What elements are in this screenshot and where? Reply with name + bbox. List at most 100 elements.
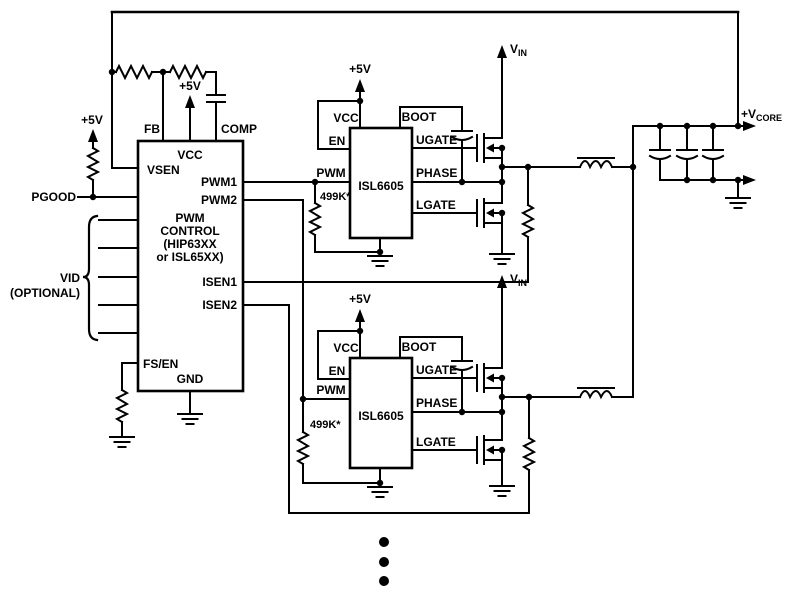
driver2-en-pin-label: EN (329, 364, 346, 378)
ground-icon (109, 436, 135, 448)
fsen-gnd-wires (121, 362, 191, 438)
phase1-power-stage: VIN (476, 42, 637, 265)
driver2-name-label: ISL6605 (358, 409, 404, 423)
pgood-label: PGOOD (31, 190, 76, 204)
controller-block: VCC VSEN PWM1 PWM2 ISEN1 ISEN2 FS/EN GND… (136, 139, 245, 393)
driver1-ugate-pin-label: UGATE (416, 133, 457, 147)
vin-base: V (510, 272, 518, 286)
driver1-lgate-pin-label: LGATE (416, 198, 456, 212)
isen1-sense-resistor-icon (522, 204, 534, 238)
vin-subscript: IN (518, 48, 527, 58)
vid-bus-wires (98, 219, 139, 334)
ground-icon (177, 413, 203, 425)
driver2-boot-pin-label: BOOT (402, 340, 437, 354)
controller-title-line2: CONTROL (160, 224, 219, 238)
vcore-arrow-icon (743, 121, 756, 131)
driver1-block: +5V VCC EN PWM BOOT ISL6605 UGATE PHASE … (316, 62, 503, 240)
output-wires (632, 125, 749, 398)
driver1-wires (317, 90, 503, 214)
comp-capacitor-icon (206, 94, 226, 103)
vin-label: VIN (510, 42, 527, 58)
high-side-mosfet-icon (476, 133, 507, 163)
isen2-pin-label: ISEN2 (202, 298, 237, 312)
pgood-5v-label: +5V (81, 113, 103, 127)
vcc-supply-arrow-icon (185, 95, 195, 108)
vid-brace (82, 214, 99, 342)
driver1-boot-pin-label: BOOT (402, 110, 437, 124)
phase1-inductor-icon (577, 157, 615, 168)
ground-icon (489, 485, 515, 497)
driver1-en-pin-label: EN (329, 134, 346, 148)
pwm1-pin-label: PWM1 (201, 175, 237, 189)
vid-label: VID (60, 271, 80, 285)
driver2-block: +5V VCC EN PWM BOOT ISL6605 UGATE PHASE … (316, 292, 503, 470)
vid-inputs: VID (OPTIONAL) (10, 214, 139, 342)
pwm2-pin-label: PWM2 (201, 193, 237, 207)
driver1-box (348, 126, 414, 240)
driver2-5v-label: +5V (349, 292, 371, 306)
controller-title-line3: (HIP63XX (163, 237, 216, 251)
pgood-network: +5V PGOOD (31, 113, 139, 204)
driver1-supply-arrow-icon (355, 79, 365, 92)
more-phases-ellipsis-icon (379, 537, 389, 586)
pwm2-pulldown-value-label: 499K* (310, 419, 341, 431)
vid-optional-label: (OPTIONAL) (10, 286, 80, 300)
low-side-mosfet-icon (476, 198, 507, 228)
comp-resistor-icon (169, 65, 207, 79)
high-side-mosfet-icon (476, 363, 507, 393)
vin-arrow-icon (497, 45, 507, 58)
vcore-base: +V (741, 107, 756, 121)
output-capacitor-icon (702, 149, 724, 160)
driver1-name-label: ISL6605 (358, 179, 404, 193)
vin-base: V (510, 42, 518, 56)
vin-subscript: IN (518, 278, 527, 288)
fb-pin-label: FB (144, 122, 160, 136)
driver1-5v-label: +5V (349, 62, 371, 76)
gnd-pin-label: GND (177, 372, 204, 386)
vcore-subscript: CORE (756, 113, 782, 123)
pwm2-pulldown-resistor-icon (297, 431, 309, 465)
controller-title-line1: PWM (175, 211, 204, 225)
feedback-resistor-icon (115, 65, 153, 79)
isen2-sense-resistor-icon (523, 437, 535, 471)
junction-dots (108, 68, 167, 76)
driver2-lgate-pin-label: LGATE (416, 435, 456, 449)
vcc-5v-label: +5V (179, 79, 201, 93)
fsen-resistor-icon (116, 389, 128, 423)
driver2-wires (317, 320, 503, 451)
junction-dots (656, 122, 742, 184)
pwm1-pulldown-value-label: 499K* (320, 191, 351, 203)
feedback-drop-wires (111, 11, 739, 169)
driver2-pwm-pin-label: PWM (316, 383, 345, 397)
output-capacitor-icon (649, 149, 671, 160)
phase2-inductor-icon (577, 387, 615, 398)
feedback-compensation-network: +5V FB COMP (108, 10, 740, 169)
vsen-pin-label: VSEN (147, 163, 180, 177)
output-network: +VCORE (632, 107, 782, 398)
junction-dots (498, 163, 637, 186)
pgood-supply-arrow-icon (88, 129, 98, 142)
phase1-wires (501, 56, 634, 255)
comp-pin-label: COMP (221, 122, 257, 136)
junction-dots (498, 393, 533, 416)
controller-title-line4: or ISL65XX) (156, 250, 223, 264)
pgood-pullup-resistor-icon (87, 147, 99, 181)
fsen-gnd-network (109, 362, 203, 448)
junction-dots (356, 97, 466, 186)
routing-wires (242, 166, 530, 514)
output-capacitor-icon (676, 149, 698, 160)
vcore-label: +VCORE (741, 107, 782, 123)
fsen-pin-label: FS/EN (143, 357, 178, 371)
driver1-vcc-pin-label: VCC (333, 111, 359, 125)
junction-dot (89, 193, 97, 201)
ground-icon (725, 197, 751, 209)
phase2-wires (501, 286, 634, 487)
return-arrow-icon (743, 175, 756, 185)
ground-icon (489, 253, 515, 265)
driver2-ugate-pin-label: UGATE (416, 363, 457, 377)
junction-dots (356, 327, 466, 416)
ground-icon (367, 486, 393, 498)
driver2-box (348, 356, 414, 470)
